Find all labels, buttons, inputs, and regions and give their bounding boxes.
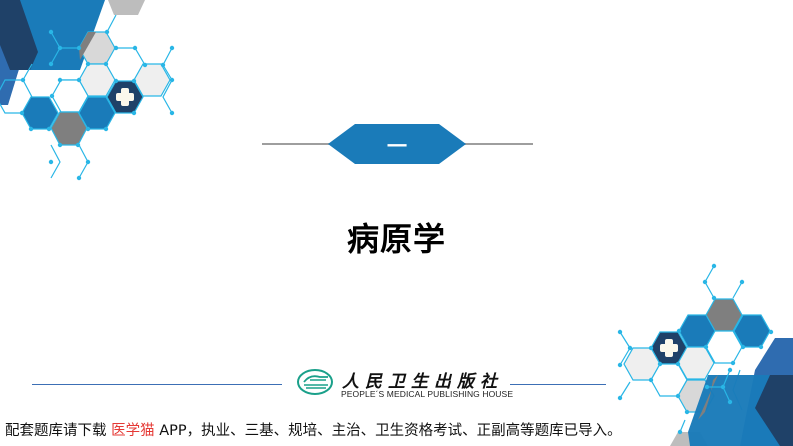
notice-suffix: APP，执业、三基、规培、主治、卫生资格考试、正副高等题库已导入。 (154, 423, 622, 439)
footer-divider-left (32, 384, 282, 385)
hexagon-decoration-bottom-right (617, 263, 793, 446)
footer-notice: 配套题库请下载 医学猫 APP，执业、三基、规培、主治、卫生资格考试、正副高等题… (5, 419, 622, 440)
section-divider-right (464, 143, 533, 145)
publisher-name-en: PEOPLE´S MEDICAL PUBLISHING HOUSE (341, 389, 514, 399)
section-number: 一 (387, 133, 407, 158)
app-name-highlight: 医学猫 (111, 423, 155, 439)
pmph-logo-icon (297, 369, 333, 395)
section-divider-left (262, 143, 330, 145)
hexagon-decoration-top-left (0, 0, 175, 181)
footer-divider-right (510, 384, 606, 385)
section-badge-hexagon (328, 124, 466, 164)
publisher-name-cn: 人民卫生出版社 (342, 372, 503, 392)
slide-title: 病原学 (346, 220, 446, 258)
notice-prefix: 配套题库请下载 (5, 423, 112, 439)
